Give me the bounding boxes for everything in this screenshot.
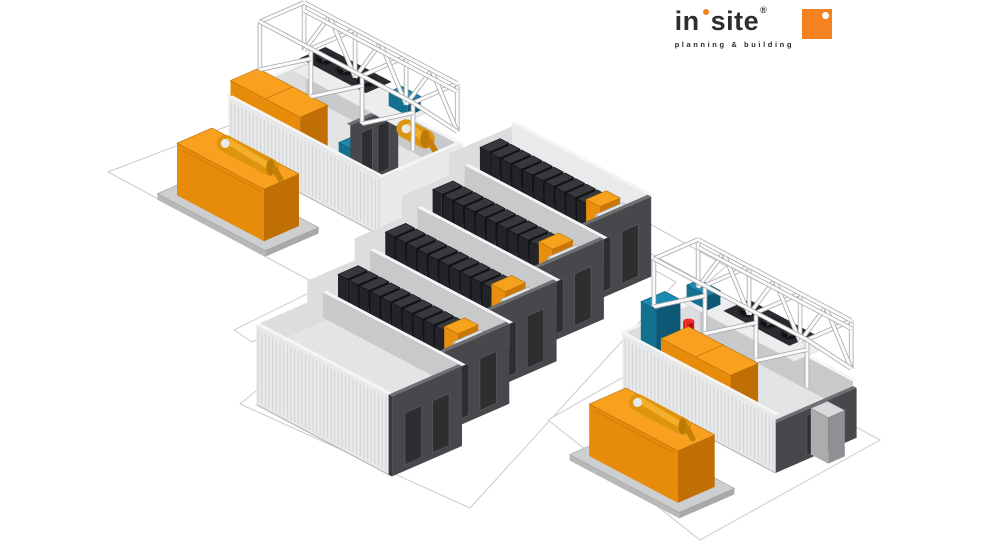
- logo-square-icon: [802, 9, 832, 39]
- logo-square-dot-icon: [822, 12, 829, 19]
- hall-bay-4: [306, 248, 513, 435]
- hall-bay-5: [256, 290, 466, 477]
- fuel-tank-north: [156, 127, 320, 257]
- logo-word-site: site: [710, 6, 760, 36]
- logo-wordmark: in site ®: [674, 5, 768, 36]
- logo-tagline: planning & building: [674, 40, 794, 49]
- logo-dot-icon: [702, 9, 709, 15]
- fuel-tank-south: [568, 387, 736, 519]
- logo-textblock: in site ® planning & building: [674, 5, 794, 50]
- power-module-south: [619, 237, 857, 474]
- hall-bay-3: [353, 206, 561, 392]
- logo-word-in: in: [674, 6, 700, 36]
- data-hall: [256, 121, 655, 477]
- rack-row: [479, 138, 628, 244]
- registered-mark: ®: [760, 5, 768, 15]
- insite-logo: in site ® planning & building: [674, 5, 832, 50]
- rack-row: [384, 222, 533, 329]
